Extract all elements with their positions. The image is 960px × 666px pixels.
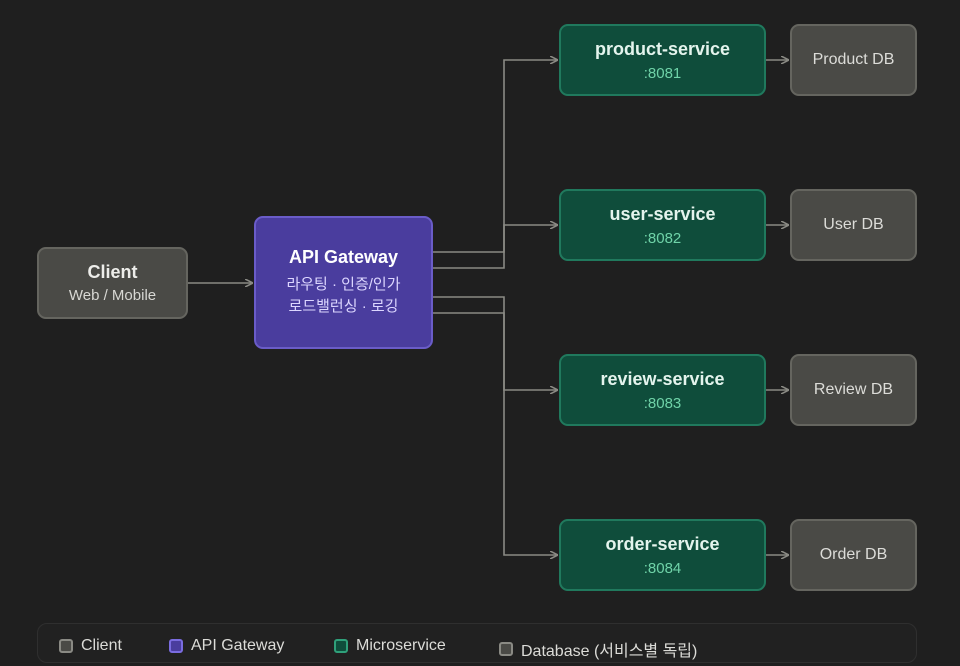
service-name: review-service — [600, 368, 725, 389]
legend-swatch — [169, 639, 183, 653]
legend-label: Client — [81, 637, 122, 654]
client-title: Client — [87, 262, 138, 282]
edge-gateway-review — [433, 296, 557, 390]
service-port: :8084 — [643, 559, 682, 577]
review-service-node: review-service :8083 — [559, 354, 766, 426]
legend-swatch — [499, 642, 513, 656]
user-db-node: User DB — [790, 189, 917, 261]
legend-item-microservice: Microservice — [334, 637, 446, 655]
service-name: user-service — [609, 203, 716, 224]
edge-gateway-user — [433, 225, 557, 269]
legend-label: Microservice — [356, 637, 446, 654]
edge-gateway-product — [433, 60, 557, 253]
service-port: :8082 — [643, 229, 682, 247]
gateway-features-line1: 라우팅 · 인증/인가 — [286, 276, 401, 293]
legend: Client API Gateway Microservice Database… — [37, 623, 917, 663]
order-service-node: order-service :8084 — [559, 519, 766, 591]
product-service-node: product-service :8081 — [559, 24, 766, 96]
legend-item-gateway: API Gateway — [169, 637, 284, 655]
legend-item-client: Client — [59, 637, 122, 655]
client-subtitle: Web / Mobile — [68, 287, 157, 304]
order-db-node: Order DB — [790, 519, 917, 591]
db-name: Review DB — [813, 381, 894, 398]
review-db-node: Review DB — [790, 354, 917, 426]
gateway-title: API Gateway — [288, 247, 399, 267]
service-port: :8083 — [643, 394, 682, 412]
db-name: User DB — [823, 216, 884, 233]
product-db-node: Product DB — [790, 24, 917, 96]
gateway-features-line2: 로드밸런싱 · 로깅 — [288, 298, 399, 315]
legend-label: Database (서비스별 독립) — [521, 643, 698, 660]
legend-label: API Gateway — [191, 637, 285, 654]
api-gateway-node: API Gateway 라우팅 · 인증/인가 로드밸런싱 · 로깅 — [254, 216, 433, 349]
service-port: :8081 — [643, 64, 682, 82]
service-name: order-service — [605, 533, 720, 554]
edge-gateway-order — [433, 312, 557, 555]
service-name: product-service — [594, 38, 731, 59]
legend-item-database: Database (서비스별 독립) — [499, 637, 697, 661]
user-service-node: user-service :8082 — [559, 189, 766, 261]
client-node: Client Web / Mobile — [37, 247, 188, 319]
db-name: Order DB — [819, 546, 888, 563]
legend-swatch — [334, 639, 348, 653]
legend-swatch — [59, 639, 73, 653]
db-name: Product DB — [812, 51, 895, 68]
